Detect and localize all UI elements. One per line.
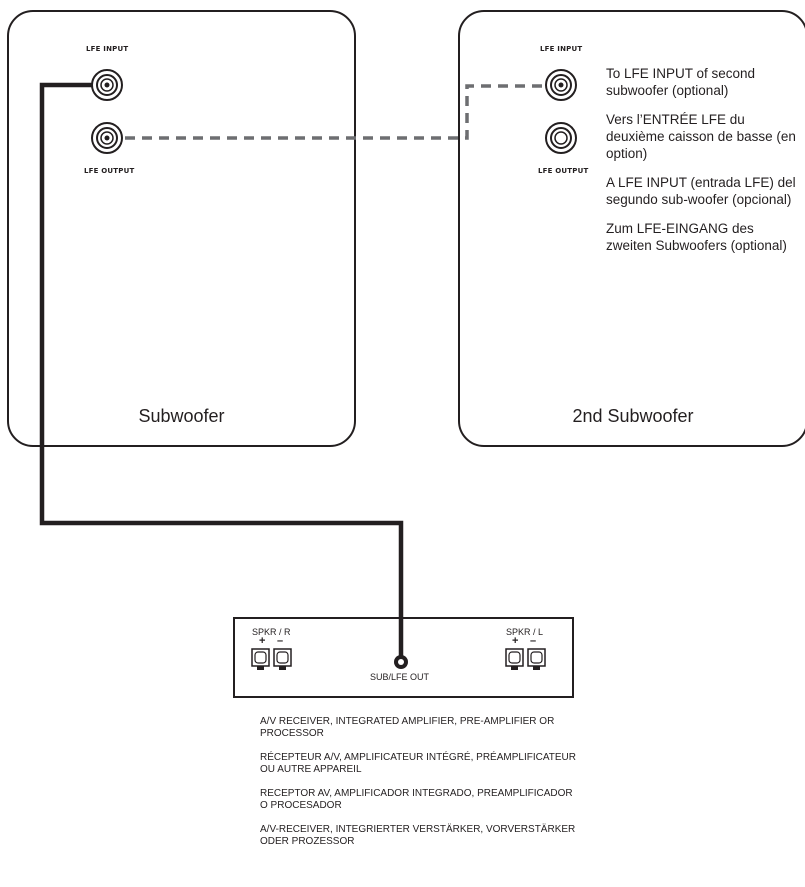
rca-jack-icon [91,69,123,101]
spkr-l-label: SPKR / L [506,627,544,637]
lfe-cable [39,82,404,660]
second-subwoofer-label: 2nd Subwoofer [572,406,694,426]
spkr-r-minus: – [277,635,284,647]
rca-jack-icon [91,122,123,154]
sub1-lfe-input-label: LFE INPUT [86,45,129,53]
speaker-terminal-icon [273,648,292,670]
note-fr: Vers l’ENTRÉE LFE du deuxième caisson de… [606,112,796,161]
receiver-description: A/V RECEIVER, INTEGRATED AMPLIFIER, PRE-… [260,716,580,848]
sub2-lfe-output-label: LFE OUTPUT [538,167,589,175]
receiver-desc-en: A/V RECEIVER, INTEGRATED AMPLIFIER, PRE-… [260,716,555,739]
spkr-l-plus: + [512,635,519,647]
rca-jack-icon [545,122,577,154]
note-en: To LFE INPUT of second subwoofer (option… [606,66,756,98]
spkr-r-label: SPKR / R [252,627,291,637]
sub2-lfe-input-label: LFE INPUT [540,45,583,53]
speaker-terminal-icon [527,648,546,670]
note-de: Zum LFE-EINGANG des zweiten Subwoofers (… [606,221,787,253]
sub-out-jack-icon [394,655,408,669]
spkr-r-plus: + [259,635,266,647]
second-sub-notes: To LFE INPUT of second subwoofer (option… [606,65,796,254]
receiver-desc-de: A/V-RECEIVER, INTEGRIERTER VERSTÄRKER, V… [260,824,576,847]
receiver-desc-fr: RÉCEPTEUR A/V, AMPLIFICATEUR INTÉGRÉ, PR… [260,752,576,775]
receiver-desc-es: RECEPTOR AV, AMPLIFICADOR INTEGRADO, PRE… [260,788,573,811]
sub1-lfe-output-label: LFE OUTPUT [84,167,135,175]
speaker-terminal-icon [505,648,524,670]
second-subwoofer-panel: 2nd Subwoofer [458,10,805,447]
sub-lfe-out-label: SUB/LFE OUT [370,672,430,682]
note-es: A LFE INPUT (entrada LFE) del segundo su… [606,175,796,207]
subwoofer-label: Subwoofer [138,406,225,426]
spkr-l-minus: – [530,635,537,647]
speaker-terminal-icon [251,648,270,670]
lfe-daisy-chain-cable [125,84,545,140]
rca-jack-icon [545,69,577,101]
